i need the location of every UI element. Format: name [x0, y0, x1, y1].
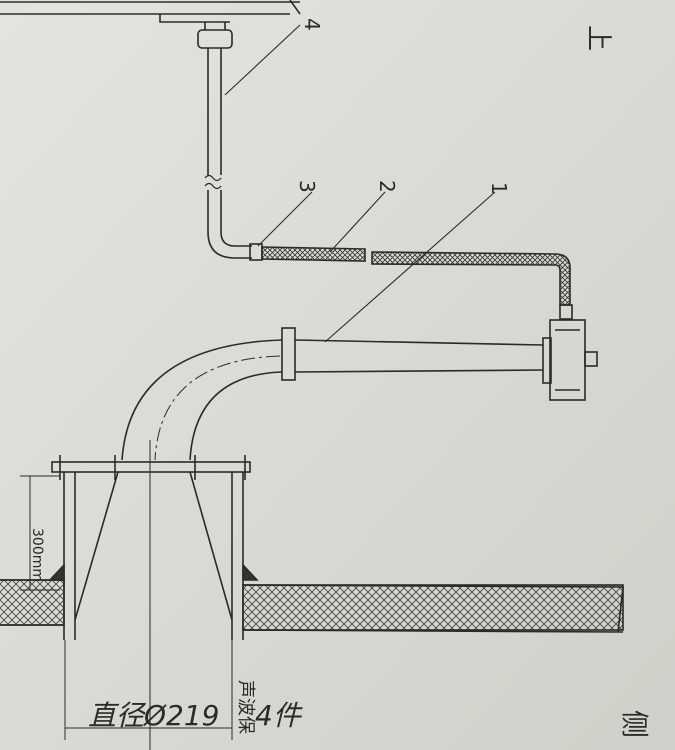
callout-1: 1	[487, 182, 511, 195]
floor-insulation	[0, 579, 624, 633]
top-bracket	[0, 0, 301, 49]
flexible-hose	[261, 246, 571, 306]
sensor-device	[542, 304, 598, 401]
callout-3: 3	[295, 180, 319, 193]
callout-2: 2	[375, 180, 399, 193]
height-dimension-label: 300mm	[29, 528, 45, 582]
quantity-note: 4件	[255, 699, 303, 732]
dimension-lines	[20, 475, 233, 740]
funnel	[74, 471, 233, 621]
leader-lines	[224, 24, 496, 343]
horizontal-pipe	[281, 327, 544, 381]
callout-4: 4	[300, 18, 324, 31]
vertical-pipe	[204, 48, 252, 259]
diameter-note: 直径Ø219	[88, 699, 219, 732]
corner-label: 侧	[618, 710, 651, 738]
chamber-walls	[48, 472, 259, 640]
side-label: 声波保	[235, 680, 256, 734]
mounting-flange	[51, 455, 251, 480]
top-right-mark: 上	[583, 25, 613, 51]
elbow-pipe	[121, 339, 283, 461]
